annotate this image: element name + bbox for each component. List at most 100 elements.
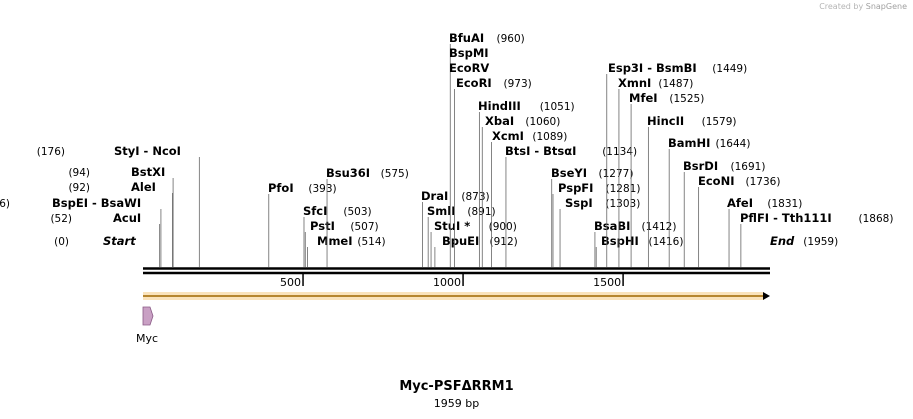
site-position: (1691) [731, 161, 766, 173]
restriction-site: EcoNI(1736) [698, 174, 780, 267]
site-name: BfuAI [449, 31, 484, 45]
site-name: HindIII [478, 99, 521, 113]
site-name: BspEI - BsaWI [52, 196, 141, 210]
site-position: (960) [497, 33, 525, 45]
site-name: BpuEI [442, 234, 479, 248]
site-name: StyI - NcoI [114, 144, 181, 158]
site-name: BstXI [131, 165, 165, 179]
restriction-site: EcoRV [449, 61, 489, 75]
site-position: (514) [357, 236, 385, 248]
site-position: (575) [381, 168, 409, 180]
site-name: MmeI [317, 234, 353, 248]
site-name: BspMI [449, 46, 489, 60]
restriction-site: StuI * (900) [430, 219, 517, 267]
site-position: (1089) [532, 131, 567, 143]
restriction-site: Esp3I - BsmBI (1449) [606, 61, 747, 267]
map-length: 1959 bp [433, 397, 480, 410]
features: Myc [136, 292, 770, 345]
site-position: (891) [467, 206, 495, 218]
myc-feature-label: Myc [136, 332, 158, 345]
restriction-site: StyI - NcoI (176) [37, 144, 200, 267]
restriction-site: PstI(507) [304, 219, 379, 267]
restriction-site: BspEI - BsaWI (56) [0, 196, 162, 267]
site-name: BspHI [601, 234, 639, 248]
site-position: (1831) [767, 198, 802, 210]
restriction-site: BfuAI (960) [449, 31, 525, 267]
restriction-site: SfcI(503) [303, 204, 372, 267]
site-position: (1449) [712, 63, 747, 75]
site-name: SmlI [427, 204, 456, 218]
site-position: (1303) [605, 198, 640, 210]
site-position: (1416) [649, 236, 684, 248]
site-position: (1736) [746, 176, 781, 188]
site-name: Bsu36I [326, 166, 370, 180]
site-name: BtsI - BtsαI [505, 144, 576, 158]
restriction-site: HindIII(1051) [478, 99, 575, 267]
site-position: (56) [0, 198, 10, 210]
site-name: AleI [131, 180, 156, 194]
site-name: StuI * [434, 219, 470, 233]
site-position: (1487) [658, 78, 693, 90]
restriction-sites: Start (0) End (1959) AcuI (52) BspEI - BsaWI (5… [0, 31, 893, 267]
restriction-site: HincII(1579) [647, 114, 737, 267]
orf-feature-arrow-head [763, 292, 770, 300]
snapgene-credit: Created by SnapGene [819, 2, 907, 11]
site-position: (92) [68, 182, 90, 194]
site-position: (0) [54, 236, 69, 248]
site-name: Esp3I - BsmBI [608, 61, 697, 75]
site-name: BsrDI [683, 159, 718, 173]
site-name: BseYI [551, 166, 587, 180]
site-position: (507) [350, 221, 378, 233]
map-title: Myc-PSFΔRRM1 [399, 379, 514, 394]
site-position: (176) [37, 146, 65, 158]
restriction-site: Bsu36I (575) [326, 166, 409, 267]
site-name: End [770, 234, 795, 248]
site-name: EcoRI [456, 76, 492, 90]
site-name: EcoRV [449, 61, 489, 75]
site-position: (1060) [525, 116, 560, 128]
site-position: (1412) [642, 221, 677, 233]
site-position: (900) [489, 221, 517, 233]
site-position: (52) [50, 213, 72, 225]
site-name: XbaI [485, 114, 514, 128]
credit-brand: SnapGene [865, 2, 907, 11]
site-name: SfcI [303, 204, 327, 218]
site-name: DraI [421, 189, 448, 203]
site-name: MfeI [629, 91, 658, 105]
site-name: BamHI [668, 136, 710, 150]
site-position: (1644) [716, 138, 751, 150]
restriction-site: BsrDI (1691) [683, 159, 765, 267]
scale-label: 1000 [433, 276, 461, 289]
site-position: (1959) [803, 236, 838, 248]
site-position: (393) [308, 183, 336, 195]
restriction-site: MfeI (1525) [629, 91, 704, 267]
restriction-site: MmeI (514) [307, 234, 386, 267]
site-name: Start [103, 234, 136, 248]
restriction-site: SspI (1303) [559, 196, 640, 267]
site-position: (1868) [859, 213, 894, 225]
restriction-site: AleI (92) [68, 180, 173, 267]
site-name: PspFI [558, 181, 593, 195]
site-name: SspI [565, 196, 593, 210]
site-name: AcuI [113, 211, 141, 225]
site-name: BsaBI [594, 219, 630, 233]
site-position: (1134) [602, 146, 637, 158]
site-position: (1525) [669, 93, 704, 105]
site-position: (973) [504, 78, 532, 90]
restriction-site: EcoRI (973) [454, 76, 532, 267]
restriction-site: AfeI(1831) [727, 196, 802, 267]
myc-tag-feature [142, 306, 154, 326]
restriction-site: XbaI (1060) [481, 114, 560, 267]
restriction-site: XmnI (1487) [618, 76, 693, 267]
restriction-site: SmlI (891) [427, 204, 496, 267]
restriction-site: PspFI(1281) [552, 181, 640, 267]
restriction-site: AcuI (52) [50, 211, 161, 267]
restriction-site: BpuEI (912) [434, 234, 518, 267]
site-name: XmnI [618, 76, 651, 90]
site-position: (912) [490, 236, 518, 248]
restriction-site: Start (0) [54, 234, 136, 248]
restriction-site: BspMI [449, 46, 489, 60]
site-position: (1579) [702, 116, 737, 128]
